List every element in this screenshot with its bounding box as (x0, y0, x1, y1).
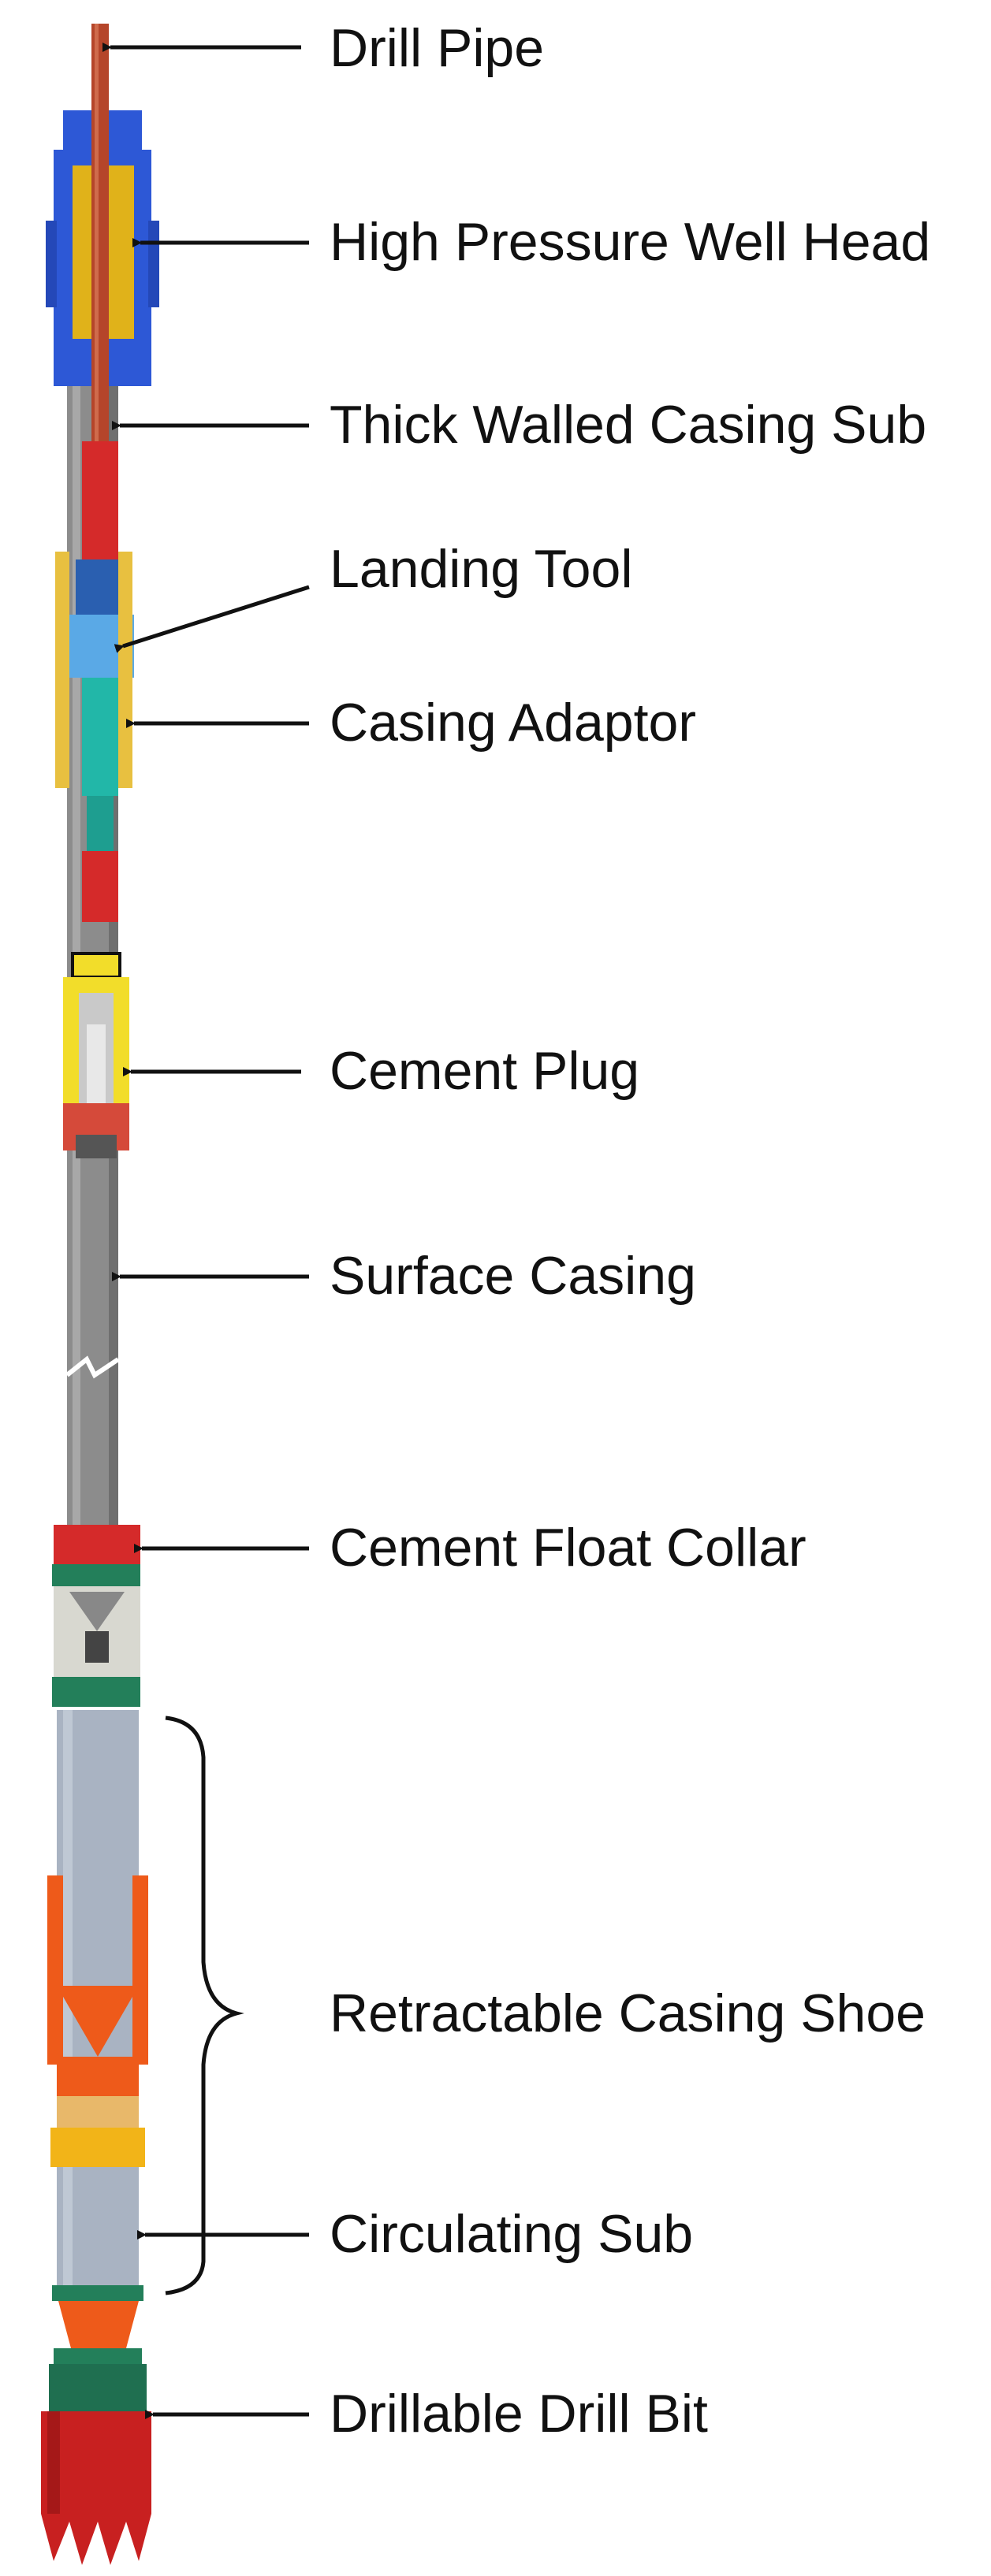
float-collar-cone (69, 1592, 125, 1631)
well-head-right-lug (148, 221, 159, 307)
float-collar-green-ring-bottom (52, 1677, 140, 1707)
shoe-orange-body (57, 2057, 139, 2096)
label-drill-pipe: Drill Pipe (330, 18, 544, 78)
shoe-lower-highlight (63, 2167, 73, 2285)
label-drill-bit: Drillable Drill Bit (330, 2384, 708, 2444)
casing-adaptor-right (118, 552, 132, 788)
label-casing-shoe: Retractable Casing Shoe (330, 1983, 926, 2043)
shoe-cone (57, 1986, 139, 2057)
casing-adaptor-core (82, 678, 118, 796)
label-casing-adaptor: Casing Adaptor (330, 693, 696, 753)
well-head-left-lug (46, 221, 57, 307)
retractable-casing-shoe (47, 1710, 148, 2285)
cement-float-collar (52, 1525, 140, 1707)
drill-pipe (82, 24, 118, 559)
drillable-drill-bit (41, 2411, 151, 2565)
break-line (65, 1355, 120, 1379)
surface-casing-break (65, 1355, 120, 1379)
casing-adaptor (55, 552, 132, 922)
shoe-orange-sleeve-left (47, 1875, 63, 2065)
shoe-yellow-band (50, 2128, 145, 2167)
shoe-upper-highlight (63, 1710, 73, 2065)
shoe-bracket (165, 1715, 244, 2295)
adaptor-teal-tail (87, 796, 114, 851)
label-float-collar: Cement Float Collar (330, 1518, 807, 1578)
float-collar-valve (85, 1631, 109, 1663)
cement-plug-top-cap (71, 952, 121, 979)
drill-pipe-lower-red (82, 441, 118, 559)
shoe-slats (57, 2096, 139, 2128)
circ-sub-green-bottom (54, 2348, 142, 2364)
label-casing-sub: Thick Walled Casing Sub (330, 395, 926, 455)
circ-sub-green-collar (49, 2364, 147, 2411)
cement-plug (63, 952, 129, 1158)
circ-sub-orange-cone (58, 2301, 139, 2348)
arrows (102, 43, 310, 2419)
labels: Drill Pipe High Pressure Well Head Thick… (330, 18, 930, 2444)
label-well-head: High Pressure Well Head (330, 212, 930, 272)
circulating-sub (49, 2285, 147, 2411)
circ-sub-green-top (52, 2285, 143, 2301)
cement-plug-dark-bands (76, 1135, 117, 1158)
drill-bit-teeth (41, 2514, 151, 2565)
label-cement-plug: Cement Plug (330, 1041, 639, 1101)
arrow-landing-tool (114, 585, 310, 653)
drill-pipe-highlight (95, 24, 99, 559)
casing-adaptor-left (55, 552, 69, 788)
label-landing-tool: Landing Tool (330, 539, 632, 599)
float-collar-red-top (54, 1525, 140, 1568)
shoe-orange-sleeve-right (132, 1875, 148, 2065)
float-collar-green-ring-top (52, 1564, 140, 1586)
adaptor-red-plug (82, 851, 118, 922)
label-circulating-sub: Circulating Sub (330, 2204, 693, 2264)
label-surface-casing: Surface Casing (330, 1246, 696, 1306)
drill-bit-shade (47, 2411, 60, 2514)
